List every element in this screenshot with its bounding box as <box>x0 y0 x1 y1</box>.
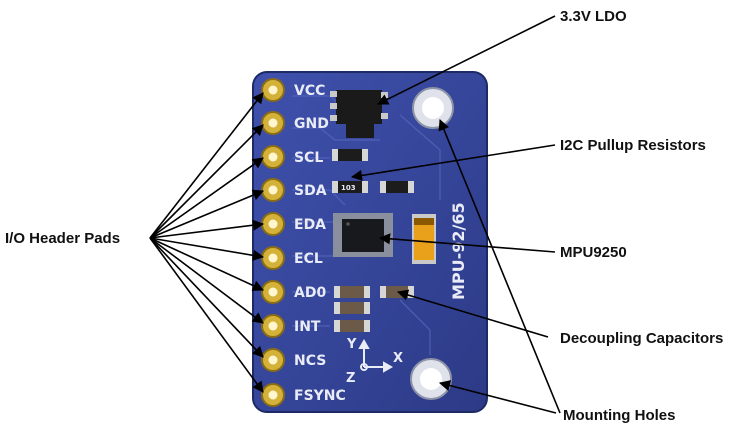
mpu9250-chip <box>333 213 393 257</box>
capacitor-4 <box>334 320 370 332</box>
pin-label-scl: SCL <box>294 150 323 166</box>
pin-label-vcc: VCC <box>294 83 325 99</box>
pin-labels: VCC GND SCL SDA EDA ECL AD0 INT NCS FSYN… <box>294 83 346 404</box>
callout-io-header-pads: I/O Header Pads <box>5 230 120 247</box>
pin-label-eda: EDA <box>294 217 326 233</box>
pin-label-fsync: FSYNC <box>294 388 346 404</box>
pad-gnd <box>261 111 285 135</box>
pointer-mpu <box>378 233 556 253</box>
pad-eda <box>261 212 285 236</box>
mounting-hole-bottom <box>410 358 452 400</box>
resistor-1 <box>332 149 368 161</box>
pullup-resistors: 103 <box>332 149 414 193</box>
pointer-ldo <box>376 15 556 105</box>
callout-mounting-holes: Mounting Holes <box>563 407 676 424</box>
resistor-2: 103 <box>332 181 368 193</box>
decoupling-capacitors <box>334 286 414 332</box>
capacitor-2 <box>334 302 370 314</box>
callout-pullup-resistors: I2C Pullup Resistors <box>560 137 706 154</box>
pad-ecl <box>261 246 285 270</box>
pointer-mounting-top <box>438 118 561 414</box>
pad-vcc <box>261 78 285 102</box>
header-pads <box>261 78 285 407</box>
pad-ncs <box>261 348 285 372</box>
pin-label-ad0: AD0 <box>294 285 326 301</box>
ldo-regulator <box>330 90 388 138</box>
resistor-marking: 103 <box>341 184 356 192</box>
capacitor-3 <box>380 286 414 298</box>
pointers-io-pads <box>149 92 265 393</box>
axis-label-y: Y <box>346 337 357 352</box>
pad-sda <box>261 178 285 202</box>
resistor-3 <box>380 181 414 193</box>
pad-int <box>261 314 285 338</box>
callout-decoupling-capacitors: Decoupling Capacitors <box>560 330 723 347</box>
pcb-traces <box>292 95 441 355</box>
axis-label-z: Z <box>346 371 355 386</box>
mounting-hole-top <box>412 87 454 129</box>
pin-label-ecl: ECL <box>294 251 323 267</box>
pointer-pullup <box>350 144 556 181</box>
pointer-mounting-bottom <box>438 380 557 414</box>
pin-label-int: INT <box>294 319 321 335</box>
part-marking: MPU-92/65 <box>449 202 468 300</box>
pin-label-gnd: GND <box>294 116 329 132</box>
orientation-axes <box>358 338 394 373</box>
pad-ad0 <box>261 280 285 304</box>
callout-mpu9250: MPU9250 <box>560 244 627 261</box>
pad-scl <box>261 145 285 169</box>
axis-label-x: X <box>393 351 403 366</box>
pin-label-ncs: NCS <box>294 353 326 369</box>
pad-fsync <box>261 383 285 407</box>
callout-ldo: 3.3V LDO <box>560 8 627 25</box>
tantalum-capacitor <box>412 214 436 264</box>
pin-label-sda: SDA <box>294 183 327 199</box>
capacitor-1 <box>334 286 370 298</box>
pointer-decoupling <box>396 289 549 338</box>
